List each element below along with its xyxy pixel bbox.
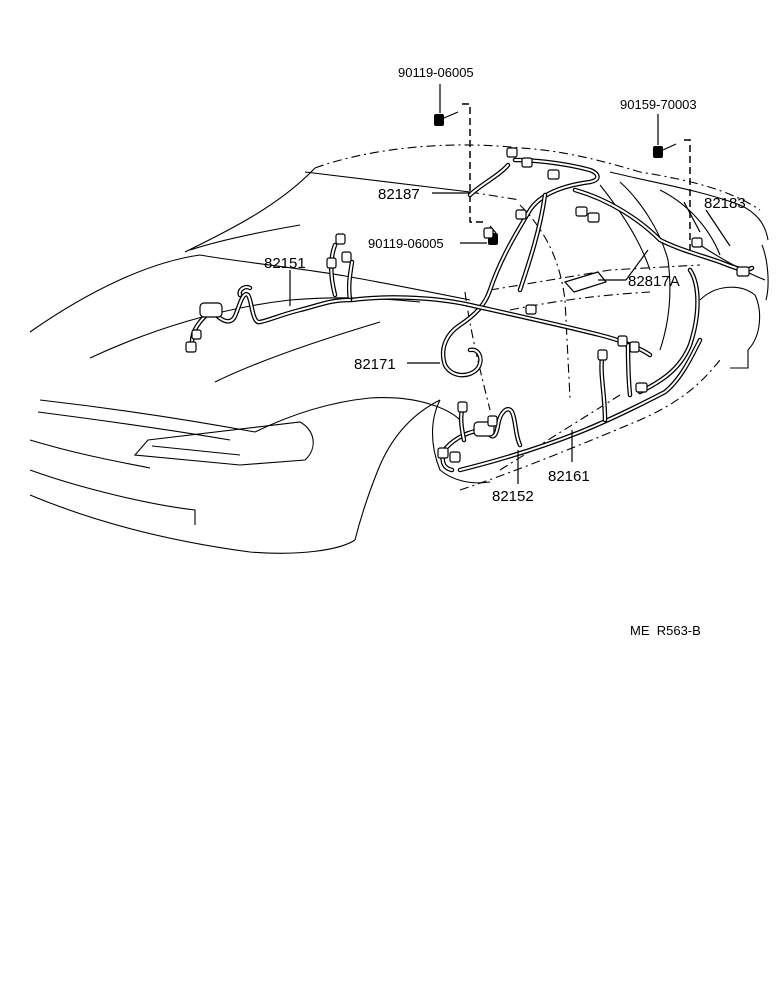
wire-harness-82152 [437, 401, 523, 473]
label-90119-06005-top: 90119-06005 [398, 65, 474, 80]
bolt-90119-06005-top [434, 84, 459, 126]
bolt-locator-line-top [462, 103, 486, 223]
label-82171: 82171 [354, 356, 396, 373]
diagram-code: ME R563-B [630, 623, 701, 638]
label-90119-06005-mid: 90119-06005 [368, 236, 444, 251]
leader-lines [289, 192, 731, 484]
pad-82817A [563, 271, 608, 293]
wire-harness-82151 [185, 233, 355, 353]
label-82187: 82187 [378, 186, 420, 203]
car-body-outline [29, 144, 769, 554]
label-82152: 82152 [492, 488, 534, 505]
label-82817A: 82817A [628, 273, 680, 290]
label-82151: 82151 [264, 255, 306, 272]
label-82161: 82161 [548, 468, 590, 485]
label-82183: 82183 [704, 195, 746, 212]
wire-harness-roof [440, 147, 755, 378]
bolt-locator-line-right [684, 139, 691, 250]
label-90159-70003: 90159-70003 [620, 97, 697, 112]
bolt-90159-70003 [653, 114, 677, 158]
wire-harness-82161 [457, 335, 703, 473]
